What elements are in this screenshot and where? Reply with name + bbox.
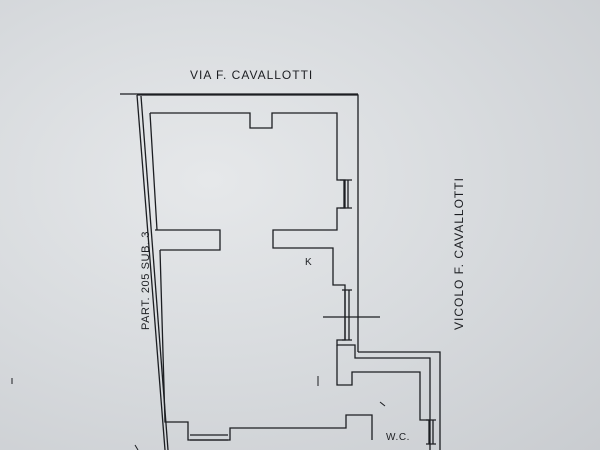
wc-wall [336,345,430,421]
outer-wall-top [137,94,359,352]
window-wc [426,419,436,445]
room-label-wc: W.C. [386,432,411,443]
interior-wall-lower [149,112,373,441]
window-right-1 [340,179,352,209]
door-bottom [190,434,228,441]
street-label-top: VIA F. CAVALLOTTI [190,68,314,82]
street-label-right: VICOLO F. CAVALLOTTI [452,177,466,330]
interior-wall-outline [150,112,431,450]
outer-wall-left-slant [136,94,166,450]
room-label-kitchen: K [305,257,313,268]
partition-wall-left [155,229,221,251]
parcel-label: PART. 205 SUB. 3 [140,230,152,330]
window-right-2 [342,289,352,341]
